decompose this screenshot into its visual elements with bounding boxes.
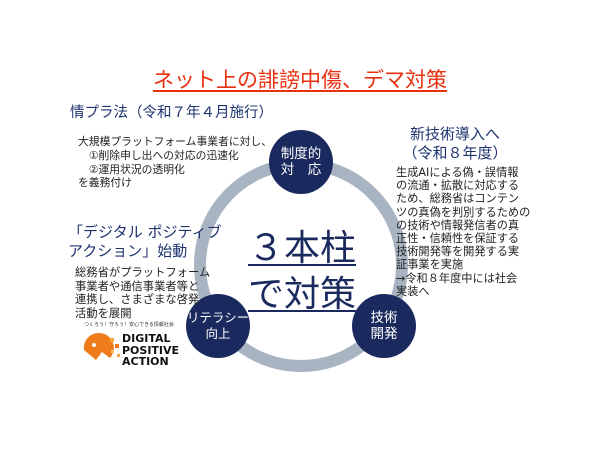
- text-line: を義務付け: [78, 176, 132, 190]
- text-line: ②運用状況の透明化: [78, 162, 185, 176]
- center-label: ３本柱 で対策: [212, 226, 392, 318]
- law-heading: 情プラ法（令和７年４月施行）: [70, 105, 273, 121]
- text-line: ため、総務省はコンテン: [396, 192, 520, 206]
- text-line: →令和８年度中には社会: [396, 271, 518, 285]
- text-line: ACTION: [122, 355, 169, 368]
- pillar-system: 制度的 対 応: [269, 130, 333, 194]
- text-line: の技術や情報発信者の真: [396, 218, 520, 232]
- pillar-technology: 技術 開発: [352, 294, 416, 358]
- text-line: 正性・信頼性を保証する: [396, 232, 520, 246]
- page-title: ネット上の誹謗中傷、デマ対策: [153, 68, 447, 92]
- text-line: DIGITAL: [122, 332, 171, 345]
- text-line: 生成AIによる偽・誤情報: [396, 166, 519, 179]
- text-line: 活動を展開: [75, 306, 132, 320]
- center-line-1: ３本柱: [247, 228, 356, 269]
- tech-heading: 新技術導入へ （令和８年度）: [395, 125, 515, 163]
- text-line: （令和８年度）: [402, 144, 508, 162]
- text-line: 実装へ: [396, 284, 430, 298]
- logo-tagline: つくろう！守ろう！安心できる情報社会: [84, 322, 174, 328]
- text-line: ①削除申し出への対応の迅速化: [78, 148, 239, 162]
- text-line: 大規模プラットフォーム事業者に対し、: [78, 135, 273, 148]
- text-line: 「デジタル ポジティブ: [68, 223, 222, 241]
- text-line: 新技術導入へ: [409, 125, 500, 143]
- dpa-body: 総務省がプラットフォーム 事業者や通信事業者等と 連携し、さまざまな啓発 活動を…: [75, 266, 210, 320]
- dpa-heading: 「デジタル ポジティブ アクション」始動: [68, 223, 222, 261]
- logo-wordmark: DIGITAL POSITIVE ACTION: [122, 333, 179, 368]
- text-line: アクション」始動: [68, 242, 188, 260]
- text-line: 総務省がプラットフォーム: [75, 266, 211, 279]
- logo-mark-icon: [83, 332, 120, 360]
- text-line: 連携し、さまざまな啓発: [75, 293, 200, 306]
- law-body: 大規模プラットフォーム事業者に対し、 ①削除申し出への対応の迅速化 ②運用状況の…: [78, 135, 272, 190]
- text-line: 事業者や通信事業者等と: [75, 279, 200, 293]
- pillar-literacy: リテラシー 向上: [186, 294, 250, 358]
- text-line: ツの真偽を判別するための: [396, 205, 531, 219]
- text-line: の流通・拡散に対応する: [396, 179, 520, 193]
- tech-body: 生成AIによる偽・誤情報 の流通・拡散に対応する ため、総務省はコンテン ツの真…: [396, 166, 530, 298]
- text-line: 技術開発等を開発する実: [396, 245, 520, 259]
- text-line: 証事業を実施: [396, 258, 464, 272]
- center-line-2: で対策: [247, 274, 356, 315]
- text-line: POSITIVE: [122, 343, 180, 357]
- digital-positive-action-logo: つくろう！守ろう！安心できる情報社会 DIGITAL POSITIVE ACTI…: [80, 320, 195, 370]
